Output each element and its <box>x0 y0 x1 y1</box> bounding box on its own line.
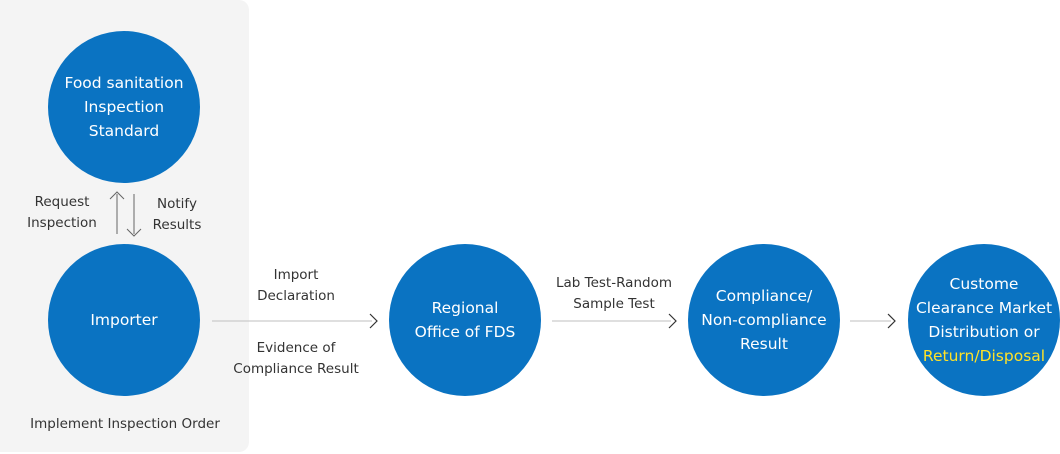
import-declaration-label: Import Declaration <box>244 265 348 307</box>
implement-order-label: Implement Inspection Order <box>12 414 238 435</box>
node-line: Distribution or <box>928 323 1040 341</box>
label-line: Sample Test <box>573 296 655 312</box>
node-line: Standard <box>88 122 160 140</box>
chevron-right-icon <box>668 313 677 329</box>
label-line: Implement Inspection Order <box>30 416 220 432</box>
evidence-label: Evidence of Compliance Result <box>226 338 366 380</box>
lab-test-label: Lab Test-Random Sample Test <box>548 273 680 315</box>
label-line: Evidence of <box>256 340 336 356</box>
node-line: Result <box>740 335 788 353</box>
node-line: Importer <box>90 311 158 329</box>
request-inspection-label: Request Inspection <box>20 192 104 234</box>
node-line: Custome <box>949 275 1019 293</box>
node-line: Food sanitation <box>64 74 184 92</box>
label-line: Inspection <box>27 215 97 231</box>
food-sanitation-standard-node: Food sanitation Inspection Standard <box>48 31 200 183</box>
label-line: Lab Test-Random <box>555 275 672 291</box>
label-line: Compliance Result <box>233 361 359 377</box>
label-line: Import <box>273 267 319 283</box>
label-line: Results <box>152 217 202 233</box>
chevron-right-icon <box>369 313 378 329</box>
label-line: Notify <box>157 196 197 212</box>
node-line: Non-compliance <box>701 311 827 329</box>
notify-results-label: Notify Results <box>142 194 212 236</box>
label-line: Declaration <box>257 288 335 304</box>
node-line: Inspection <box>83 98 165 116</box>
clearance-node: Custome Clearance Market Distribution or… <box>908 244 1060 396</box>
node-line: Compliance/ <box>715 287 813 305</box>
return-disposal-highlight: Return/Disposal <box>922 347 1046 365</box>
node-line: Clearance Market <box>915 299 1053 317</box>
node-line: Office of FDS <box>414 323 516 341</box>
importer-node: Importer <box>48 244 200 396</box>
regional-office-node: Regional Office of FDS <box>389 244 541 396</box>
compliance-result-node: Compliance/ Non-compliance Result <box>688 244 840 396</box>
label-line: Request <box>34 194 90 210</box>
node-line: Regional <box>431 299 499 317</box>
chevron-right-icon <box>887 313 896 329</box>
